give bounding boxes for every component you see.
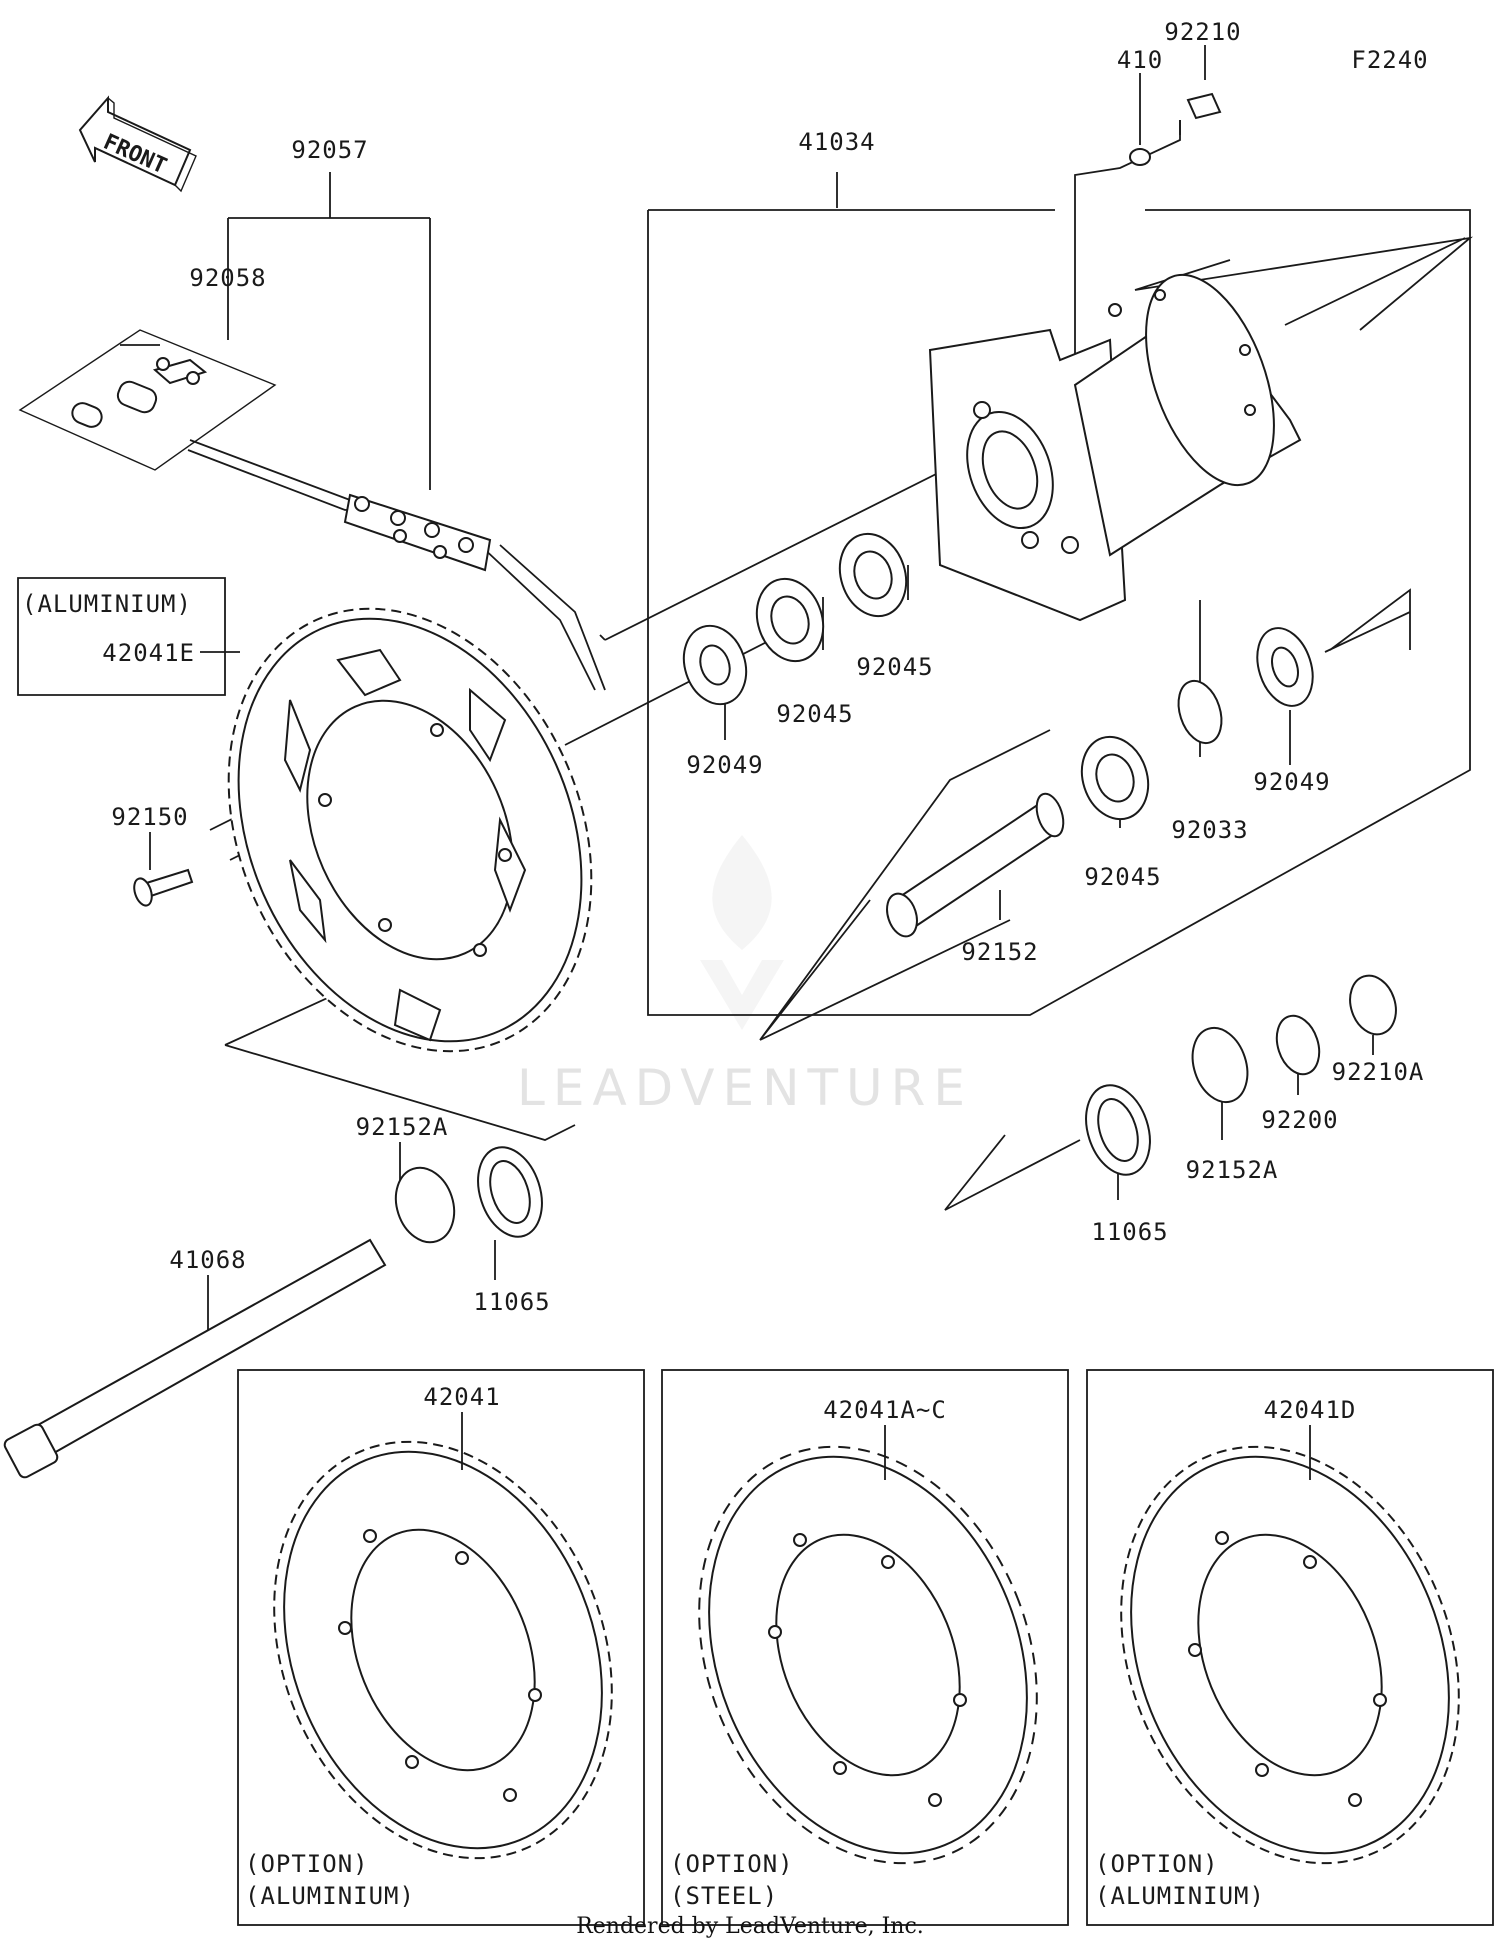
option-box-3 [1086, 1369, 1494, 1926]
wheel-hub-41034 [928, 273, 1302, 622]
option-2-line1: (OPTION) [670, 1850, 794, 1878]
figure-code: F2240 [1351, 46, 1428, 74]
label-92152A-b: 92152A [1186, 1156, 1279, 1184]
label-11065-b: 11065 [1091, 1218, 1168, 1246]
label-42041E: 42041E [102, 639, 195, 667]
label-41034: 41034 [798, 128, 875, 156]
rear-axle-41068 [3, 1238, 387, 1479]
option-3-part: 42041D [1264, 1396, 1357, 1424]
option-1-part: 42041 [423, 1383, 500, 1411]
label-92049-b: 92049 [1253, 768, 1330, 796]
label-92200: 92200 [1261, 1106, 1338, 1134]
hub-bearing-parts [394, 92, 1397, 1244]
option-box-1 [237, 1369, 645, 1926]
option-1-line1: (OPTION) [245, 1850, 369, 1878]
label-92210A: 92210A [1332, 1058, 1425, 1086]
leader-lines [17, 45, 1474, 1330]
label-92150: 92150 [111, 803, 188, 831]
label-92152: 92152 [961, 938, 1038, 966]
drive-chain [187, 439, 606, 691]
label-92057: 92057 [291, 136, 368, 164]
label-92033: 92033 [1171, 816, 1248, 844]
label-410: 410 [1117, 46, 1163, 74]
option-2-part: 42041A~C [823, 1396, 947, 1424]
label-92058: 92058 [189, 264, 266, 292]
option-2-line2: (STEEL) [670, 1882, 778, 1910]
label-11065-a: 11065 [473, 1288, 550, 1316]
watermark-text: LEADVENTURE [517, 1059, 973, 1117]
chain-link-set [18, 329, 277, 471]
watermark-logo [700, 835, 784, 1030]
label-92152A-a: 92152A [356, 1113, 449, 1141]
option-box-2 [661, 1369, 1069, 1926]
front-arrow-icon: FRONT [78, 95, 197, 193]
label-92210: 92210 [1164, 18, 1241, 46]
part-labels: 92210 410 92057 41034 92058 (ALUMINIUM) … [22, 18, 1425, 1910]
label-92045-b: 92045 [776, 700, 853, 728]
option-1-line2: (ALUMINIUM) [245, 1882, 415, 1910]
bolt-92150 [133, 868, 194, 907]
label-aluminium-tag: (ALUMINIUM) [22, 590, 192, 618]
option-3-line2: (ALUMINIUM) [1095, 1882, 1265, 1910]
option-3-line1: (OPTION) [1095, 1850, 1219, 1878]
label-92045-c: 92045 [1084, 863, 1161, 891]
option-leaders [461, 1412, 1311, 1480]
sprocket-42041E [227, 607, 593, 1053]
credit-text: Rendered by LeadVenture, Inc. [576, 1914, 924, 1938]
label-41068: 41068 [169, 1246, 246, 1274]
label-92045-a: 92045 [856, 653, 933, 681]
label-92049-a: 92049 [686, 751, 763, 779]
